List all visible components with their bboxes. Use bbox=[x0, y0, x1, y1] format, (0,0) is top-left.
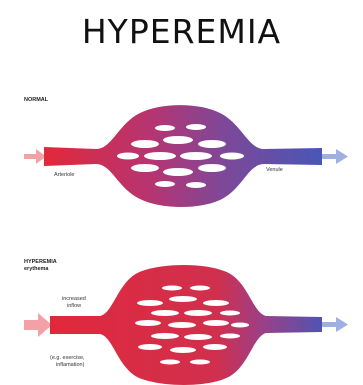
normal-vessel-network bbox=[0, 88, 363, 208]
increased-inflow-label-line1: increased bbox=[62, 296, 86, 303]
cause-label-line1: (e.g. exercise, bbox=[50, 355, 85, 362]
increased-inflow-label-line2: inflow bbox=[67, 303, 81, 310]
hyperemia-inflow-arrow bbox=[24, 313, 52, 337]
diagram-title: HYPEREMIA bbox=[0, 12, 363, 51]
cause-label-line2: inflamation) bbox=[56, 362, 84, 369]
hyperemia-vessel-network bbox=[0, 255, 363, 385]
arteriole-label: Arteriole bbox=[54, 172, 74, 179]
hyperemia-capillary-bed bbox=[50, 265, 322, 385]
normal-outflow-arrow bbox=[318, 149, 348, 164]
normal-inflow-arrow bbox=[24, 149, 46, 164]
hyperemia-outflow-arrow bbox=[318, 317, 348, 332]
normal-capillary-bed bbox=[44, 105, 322, 207]
venule-label: Venule bbox=[266, 167, 283, 174]
